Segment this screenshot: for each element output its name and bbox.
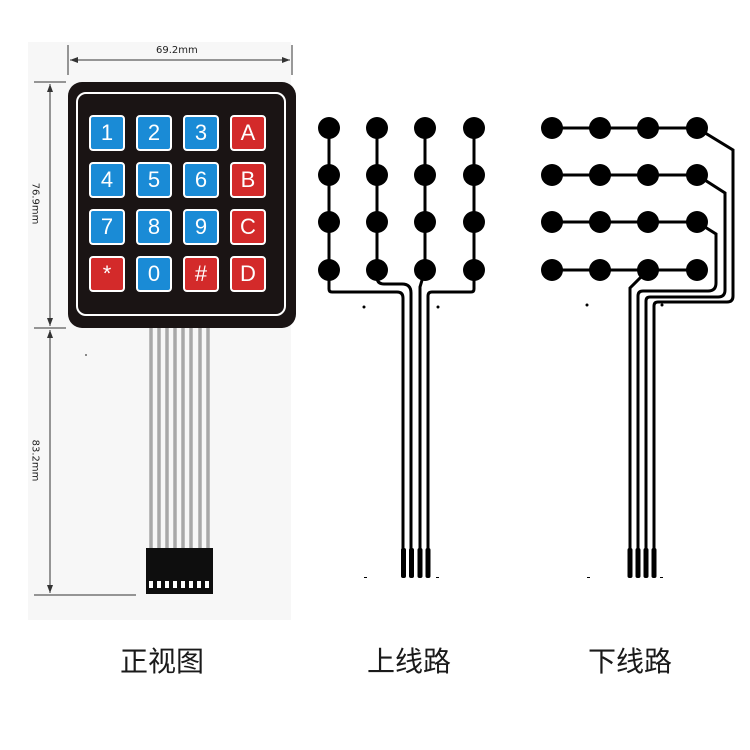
width-dimension-label: 69.2mm: [156, 45, 198, 56]
key-*: *: [89, 256, 125, 292]
ribbon-cable: [149, 328, 210, 548]
upper-circuit-pads: [318, 117, 485, 578]
key-A: A: [230, 115, 266, 151]
caption-upper-circuit: 上线路: [367, 645, 452, 678]
caption-front-view: 正视图: [120, 645, 205, 678]
key-4: 4: [89, 162, 125, 198]
caption-lower-circuit: 下线路: [588, 645, 673, 678]
key-0: 0: [136, 256, 172, 292]
cable-height-dimension-label: 83.2mm: [29, 439, 41, 482]
key-3: 3: [183, 115, 219, 151]
key-7: 7: [89, 209, 125, 245]
key-6: 6: [183, 162, 219, 198]
key-9: 9: [183, 209, 219, 245]
key-5: 5: [136, 162, 172, 198]
lower-circuit: [552, 126, 735, 575]
upper-circuit: [327, 128, 476, 575]
key-C: C: [230, 209, 266, 245]
connector: [146, 548, 213, 594]
key-#: #: [183, 256, 219, 292]
key-B: B: [230, 162, 266, 198]
key-1: 1: [89, 115, 125, 151]
key-8: 8: [136, 209, 172, 245]
lower-circuit-pads: [541, 117, 708, 578]
keypad-height-dimension-label: 76.9mm: [29, 182, 41, 225]
keypad-border: [76, 92, 286, 316]
key-D: D: [230, 256, 266, 292]
key-2: 2: [136, 115, 172, 151]
